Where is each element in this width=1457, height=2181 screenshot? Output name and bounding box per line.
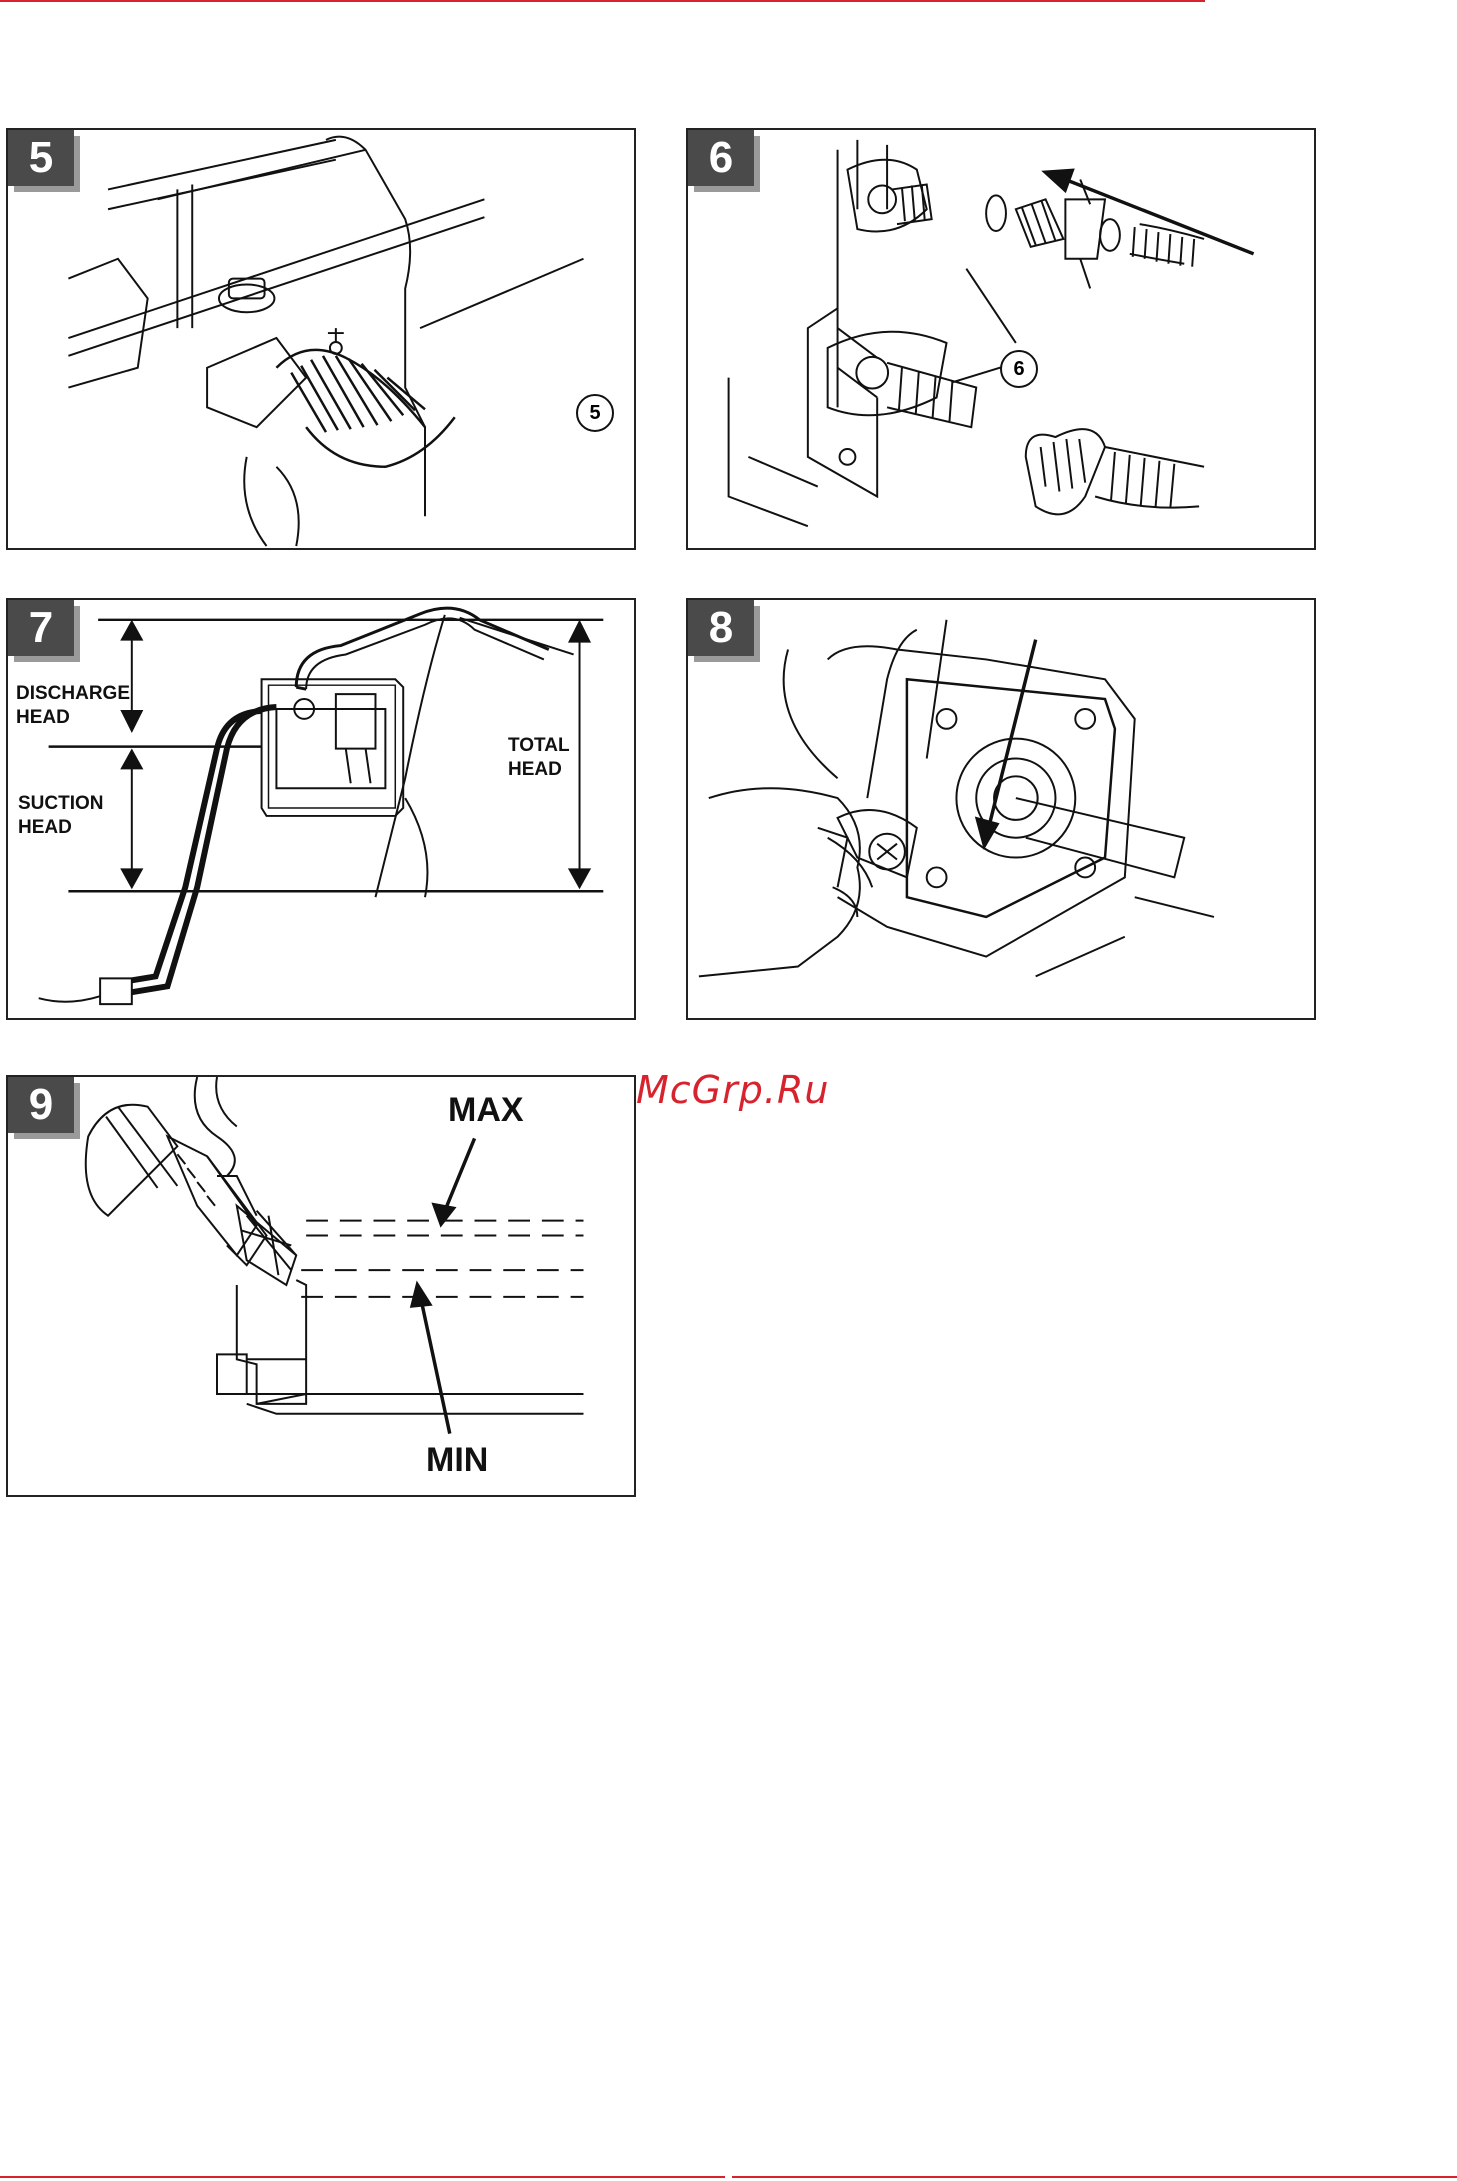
figure-7-number: 7: [8, 600, 74, 656]
figure-5-callout: 5: [576, 394, 614, 432]
total-head-label: TOTAL HEAD: [508, 734, 570, 782]
figure-5-number: 5: [8, 130, 74, 186]
figure-5-illustration: [8, 130, 634, 548]
max-label: MAX: [448, 1091, 524, 1130]
figure-8: 8: [686, 598, 1316, 1020]
discharge-head-label: DISCHARGE HEAD: [16, 682, 130, 730]
figure-6-callout: 6: [1000, 350, 1038, 388]
figure-6: 6 6: [686, 128, 1316, 550]
figure-6-illustration: [688, 130, 1314, 548]
figure-9-illustration: [8, 1077, 634, 1495]
figure-7: 7 DISCHARGE HEAD SUCTION HEAD TOTAL HEAD: [6, 598, 636, 1020]
figure-9: 9 MAX MIN: [6, 1075, 636, 1497]
figure-8-illustration: [688, 600, 1314, 1018]
figure-5: 5 5: [6, 128, 636, 550]
min-label: MIN: [426, 1441, 488, 1480]
figure-6-number: 6: [688, 130, 754, 186]
figure-9-number: 9: [8, 1077, 74, 1133]
suction-head-label: SUCTION HEAD: [18, 792, 104, 840]
bottom-rule-right: [732, 2176, 1457, 2178]
top-rule: [0, 0, 1205, 2]
bottom-rule-left: [0, 2176, 725, 2178]
figure-8-number: 8: [688, 600, 754, 656]
watermark: McGrp.Ru: [636, 1068, 829, 1112]
